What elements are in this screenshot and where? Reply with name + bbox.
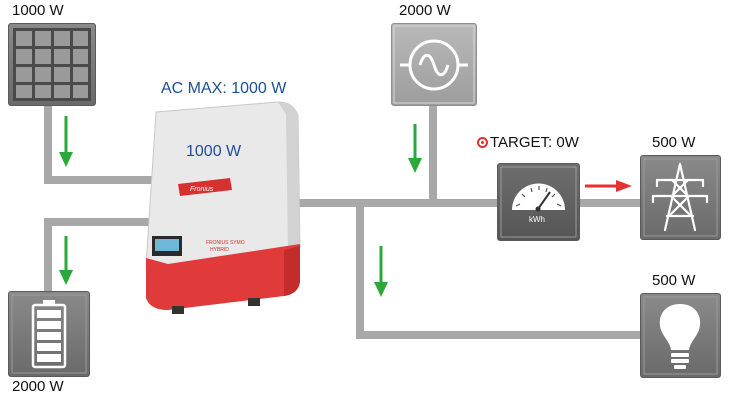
- inverter-ac-max-label: AC MAX: 1000 W: [161, 80, 287, 97]
- energy-meter-tile: kWh: [497, 163, 580, 241]
- load-tile: [640, 293, 721, 378]
- light-bulb-icon: [643, 296, 718, 375]
- inverter-brand: Fronius: [190, 186, 214, 193]
- target-icon: [477, 137, 488, 148]
- solar-panel-icon: [13, 28, 91, 101]
- target-text: TARGET: 0W: [490, 134, 579, 151]
- wire-load-vertical: [356, 199, 364, 339]
- wire-battery-horizontal: [44, 218, 164, 226]
- flow-arrow-battery: [59, 236, 73, 285]
- flow-arrow-grid: [408, 124, 422, 173]
- wire-battery-up: [44, 218, 52, 296]
- wire-solar-horizontal: [44, 176, 164, 184]
- wire-main-bus: [290, 199, 500, 207]
- inverter-model-1: FRONIUS SYMO: [206, 240, 245, 246]
- grid-ac-tile: [391, 23, 477, 106]
- solar-panel-tile: [8, 23, 96, 106]
- target-label: TARGET: 0W: [477, 134, 579, 152]
- inverter-model-2: HYBRID: [210, 247, 229, 253]
- flow-arrow-load: [374, 246, 388, 297]
- flow-arrow-export: [585, 180, 632, 192]
- ac-sine-icon: [393, 25, 475, 104]
- inverter-output-label: 1000 W: [186, 143, 242, 160]
- wire-meter-to-grid: [578, 199, 640, 207]
- wire-grid-down: [429, 104, 437, 204]
- meter-unit: kWh: [529, 215, 545, 224]
- transmission-tower-icon: [643, 158, 718, 237]
- wire-load-horizontal: [356, 331, 641, 339]
- export-grid-tile: [640, 155, 721, 240]
- export-power-label: 500 W: [652, 134, 696, 151]
- load-power-label: 500 W: [652, 272, 696, 289]
- wire-solar-down: [44, 104, 52, 184]
- energy-meter-icon: kWh: [500, 166, 577, 238]
- inverter-image: Fronius FRONIUS SYMO HYBRID 1000 W: [128, 98, 308, 316]
- battery-icon: [11, 294, 87, 374]
- grid-power-label: 2000 W: [399, 2, 451, 19]
- battery-tile: [8, 291, 90, 377]
- solar-power-label: 1000 W: [12, 2, 64, 19]
- battery-power-label: 2000 W: [12, 378, 64, 395]
- flow-arrow-solar: [59, 116, 73, 167]
